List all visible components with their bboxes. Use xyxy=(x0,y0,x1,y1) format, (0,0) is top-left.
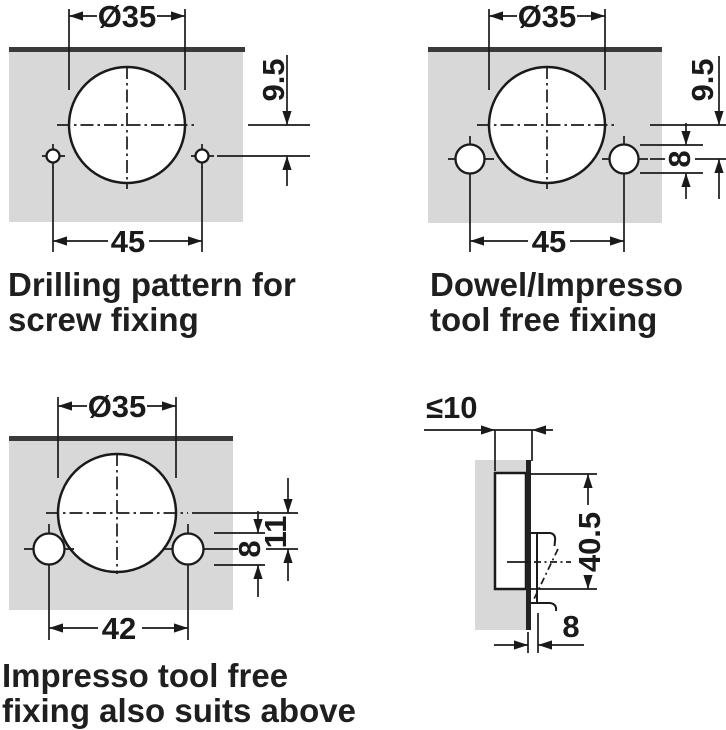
arrowhead xyxy=(174,623,188,633)
arrowhead xyxy=(253,519,263,533)
diagram-impresso: Ø35 11 8 42 Impresso tool free fixing al… xyxy=(2,389,356,729)
hole-spacing-label: 42 xyxy=(102,611,136,646)
vertical-offset-label: 9.5 xyxy=(256,58,291,101)
vertical-offset-label: 11 xyxy=(258,516,293,549)
dowel-diameter-label: 8 xyxy=(232,540,267,557)
cup-centerlines xyxy=(477,66,617,189)
caption-screw-line1: Drilling pattern for xyxy=(8,266,296,303)
diagram-side-view: ≤10 40.5 8 xyxy=(424,390,607,653)
arrowhead xyxy=(253,565,263,579)
cup-diameter-label: Ø35 xyxy=(518,0,577,34)
cup-centerlines xyxy=(46,453,188,574)
screw-hole-left xyxy=(42,144,65,168)
arrowhead xyxy=(188,236,202,246)
dowel-hole-left xyxy=(24,524,74,574)
arm-height-label: 40.5 xyxy=(572,512,607,572)
max-thickness-label: ≤10 xyxy=(426,390,478,425)
panel-edge xyxy=(428,47,662,52)
arrowhead xyxy=(481,425,495,435)
caption-dowel-line1: Dowel/Impresso xyxy=(430,266,683,303)
arrowhead xyxy=(171,11,185,21)
hinge-axis-centerlines xyxy=(507,548,571,600)
hole-spacing-label: 45 xyxy=(111,224,145,259)
screw-hole-right xyxy=(191,144,214,168)
caption-dowel-line2: tool free fixing xyxy=(430,301,657,338)
arrowhead xyxy=(583,474,593,488)
cup-centerlines xyxy=(57,66,197,189)
caption-screw-line2: screw fixing xyxy=(8,301,199,338)
arrowhead xyxy=(470,236,484,246)
diagram-dowel-impresso: Ø35 9.5 8 45 Dowel/Impresso tool free fi… xyxy=(428,0,726,338)
arrowhead xyxy=(538,640,552,650)
arrowhead xyxy=(283,549,293,563)
arrowhead xyxy=(283,499,293,513)
arrowhead xyxy=(69,11,83,21)
arrowhead xyxy=(514,640,528,650)
arrowhead xyxy=(489,11,503,21)
arrowhead xyxy=(53,236,67,246)
arrowhead xyxy=(282,111,292,125)
hinge-cup-section xyxy=(493,471,528,591)
arrowhead xyxy=(714,159,724,173)
caption-impresso-line2: fixing also suits above xyxy=(2,692,356,729)
arrowhead xyxy=(282,156,292,170)
arrowhead xyxy=(532,425,546,435)
dowel-diameter-label: 8 xyxy=(662,150,697,167)
arrowhead xyxy=(681,131,691,145)
dowel-hole-right xyxy=(163,524,214,574)
arrowhead xyxy=(714,111,724,125)
arrowhead xyxy=(162,401,176,411)
arm-offset-label: 8 xyxy=(562,609,579,644)
vertical-offset-label: 9.5 xyxy=(685,58,720,101)
arrowhead xyxy=(681,173,691,187)
caption-impresso-line1: Impresso tool free xyxy=(2,657,288,694)
dowel-hole-left xyxy=(448,136,494,182)
dowel-hole-right xyxy=(602,136,648,182)
hole-spacing-label: 45 xyxy=(532,224,566,259)
door-front-face xyxy=(526,460,531,630)
dimension-arrowheads xyxy=(49,11,724,650)
arrowhead xyxy=(610,236,624,246)
hinge-arm xyxy=(531,532,558,612)
arrowhead xyxy=(58,401,72,411)
arrowhead xyxy=(591,11,605,21)
diagram-screw-fixing: Ø35 9.5 45 Drilling pattern for screw fi… xyxy=(8,0,310,338)
arrowhead xyxy=(49,623,63,633)
cup-diameter-label: Ø35 xyxy=(88,389,147,424)
panel-edge xyxy=(9,47,245,52)
panel-edge xyxy=(9,436,233,441)
cup-diameter-label: Ø35 xyxy=(98,0,157,34)
arrowhead xyxy=(583,575,593,589)
